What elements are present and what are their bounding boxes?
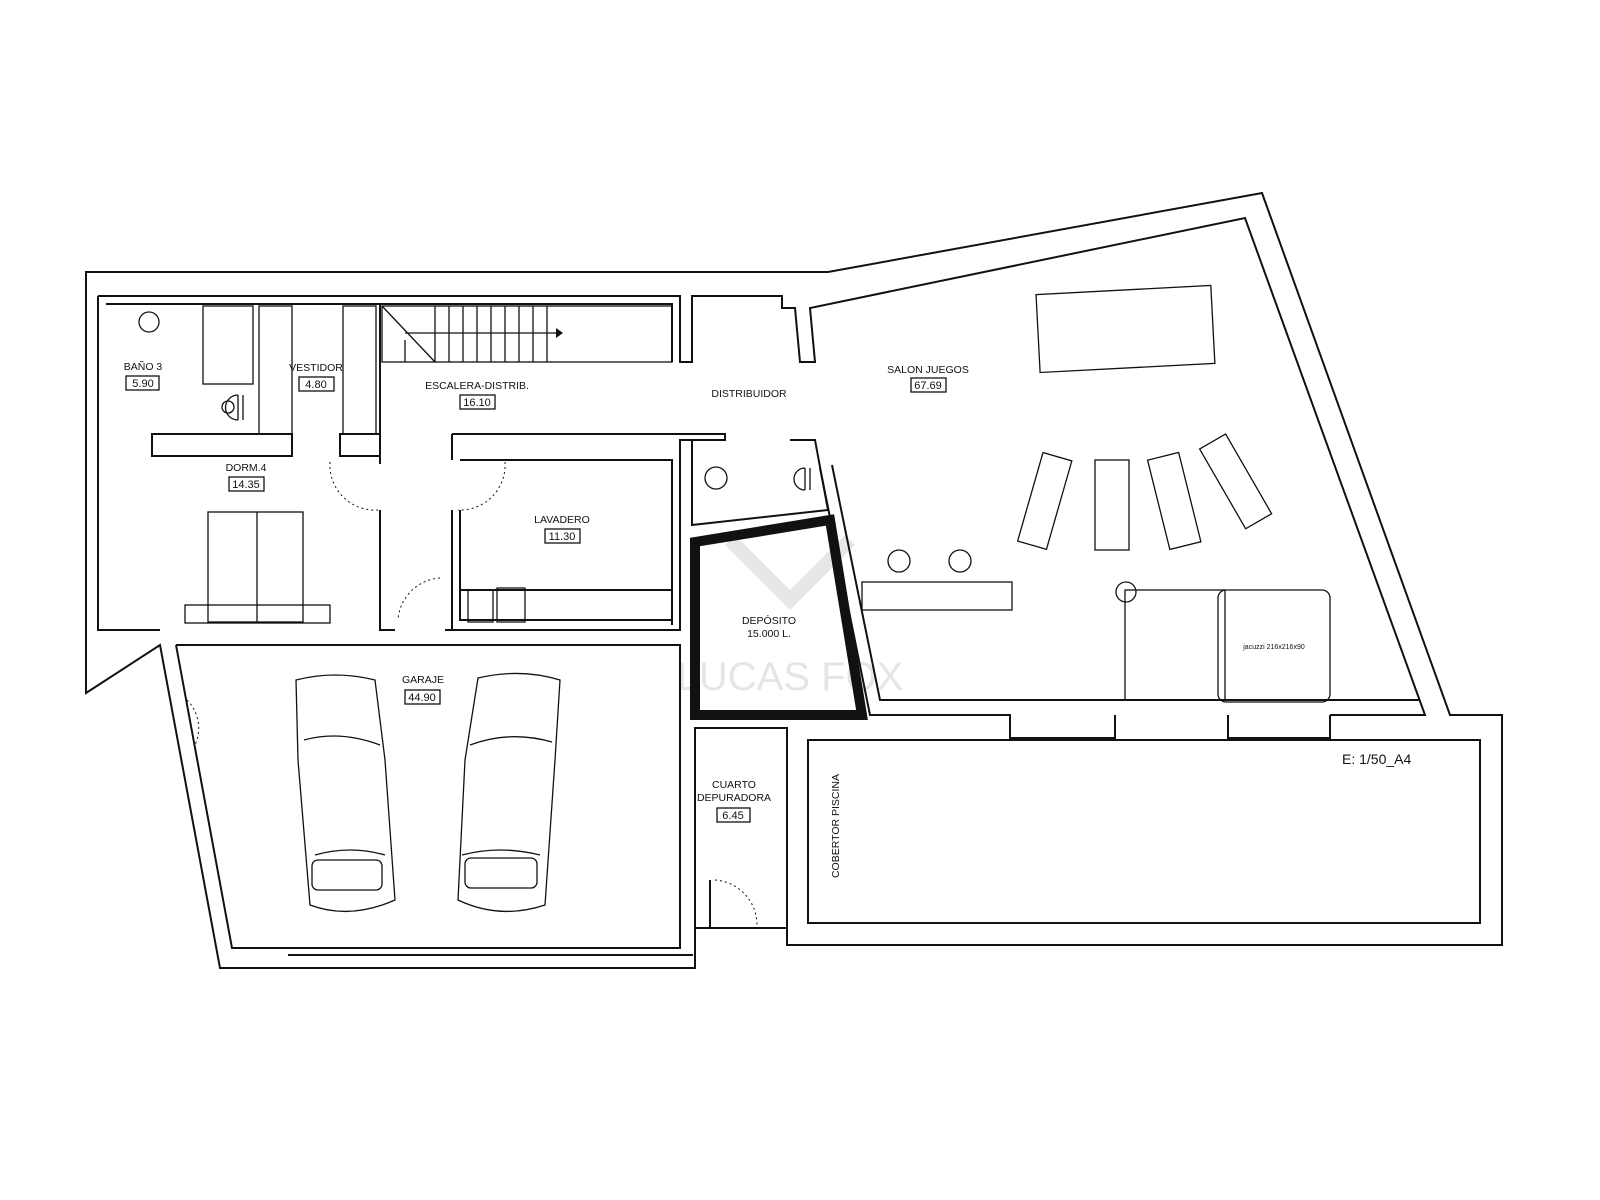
deposito-capacity: 15.000 L. (747, 628, 791, 640)
room-area-bano3: 5.90 (132, 378, 153, 390)
room-label-cuarto-line2: DEPURADORA (697, 792, 771, 804)
lounger-icon (1094, 459, 1130, 551)
pump-room-door (709, 880, 757, 929)
car-icon (457, 672, 561, 913)
stool-icon (1115, 581, 1137, 603)
room-area-lavadero: 11.30 (549, 531, 576, 543)
pool-table-icon (1035, 284, 1216, 374)
lounger-icon (1146, 451, 1202, 551)
room-area-salon: 67.69 (914, 380, 942, 392)
scale-label: E: 1/50_A4 (1342, 751, 1411, 767)
stool-icon (887, 549, 911, 573)
bed-icon (207, 511, 304, 623)
stool-icon (948, 549, 972, 573)
sink-icon (138, 311, 160, 333)
interior-walls (151, 304, 1420, 739)
label-cobertor-piscina: COBERTOR PISCINA (830, 774, 842, 878)
pool-cover (807, 739, 1481, 924)
door-swings (186, 461, 758, 926)
car-icon (295, 674, 396, 913)
room-area-garaje: 44.90 (408, 692, 436, 704)
room-label-bano3: BAÑO 3 (124, 360, 163, 373)
room-label-garaje: GARAJE (402, 674, 444, 686)
room-area-vestidor: 4.80 (305, 379, 326, 391)
svg-text:LUCAS FOX: LUCAS FOX (677, 655, 904, 699)
water-tank-walls (690, 514, 868, 720)
room-label-distribuidor: DISTRIBUIDOR (711, 388, 787, 400)
lounger-icon (1198, 433, 1273, 530)
furniture (138, 284, 1331, 703)
label-jacuzzi: jacuzzi 216x216x90 (1242, 644, 1305, 651)
room-label-cuarto-line1: CUARTO (712, 779, 756, 791)
room-label-deposito: DEPÓSITO (742, 614, 796, 627)
room-area-dorm4: 14.35 (232, 479, 260, 491)
room-label-salon: SALON JUEGOS (887, 364, 969, 376)
toilet-icon (224, 394, 244, 421)
room-area-escalera: 16.10 (463, 397, 491, 409)
room-label-escalera: ESCALERA-DISTRIB. (425, 380, 529, 392)
pump-room-walls (694, 727, 788, 929)
sink-icon (704, 466, 728, 490)
staircase (381, 305, 673, 363)
room-area-cuarto: 6.45 (722, 810, 743, 822)
jacuzzi-icon (1217, 589, 1331, 703)
toilet-icon (793, 467, 811, 491)
exterior-walls (85, 191, 1503, 969)
room-label-vestidor: VESTIDOR (289, 362, 343, 374)
room-label-dorm4: DORM.4 (226, 462, 267, 474)
lounger-icon (1016, 451, 1073, 551)
room-label-lavadero: LAVADERO (534, 514, 590, 526)
